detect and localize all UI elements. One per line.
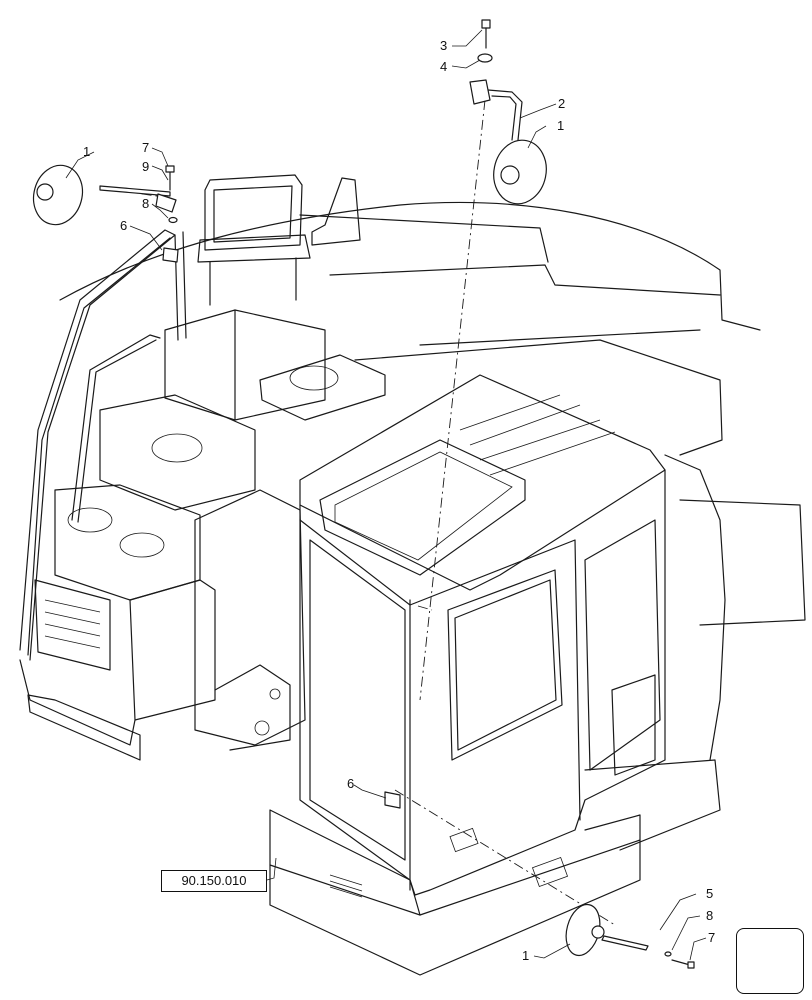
callout-8-washer: 8: [142, 196, 149, 211]
right-mirror-assembly: [469, 19, 547, 205]
callout-7-bolt: 7: [142, 140, 149, 155]
center-structure: [194, 489, 306, 751]
callout-1-right-mirror: 1: [557, 118, 564, 133]
callout-3-bolt: 3: [440, 38, 447, 53]
callout-1-left-mirror: 1: [83, 144, 90, 159]
lower-mirror-assembly: [565, 903, 695, 969]
left-step-boxes: [19, 309, 386, 761]
callout-labels: 1 7 9 8 6 3 4 2 1 6 5 8 7 1: [83, 38, 715, 963]
leader-lines: [65, 29, 707, 961]
callout-4-washer: 4: [440, 59, 447, 74]
callout-9-screw: 9: [142, 159, 149, 174]
callout-6-bracket: 6: [120, 218, 127, 233]
callout-2-stay: 2: [558, 96, 565, 111]
left-mirror-assembly: [32, 164, 179, 263]
left-handrails: [19, 229, 187, 661]
callout-5-stay: 5: [706, 886, 713, 901]
machine-upper-structure: [59, 201, 806, 851]
cab-bracket: [384, 791, 401, 809]
reference-section-link[interactable]: 90.150.010: [161, 870, 267, 892]
operator-seat: [197, 174, 361, 306]
callout-1-lower-mirror: 1: [522, 948, 529, 963]
operator-cab: [269, 374, 666, 976]
callout-6-cab-bracket: 6: [347, 776, 354, 791]
callout-8-lower-washer: 8: [706, 908, 713, 923]
callout-7-lower-bolt: 7: [708, 930, 715, 945]
previous-page-button[interactable]: [736, 928, 804, 994]
